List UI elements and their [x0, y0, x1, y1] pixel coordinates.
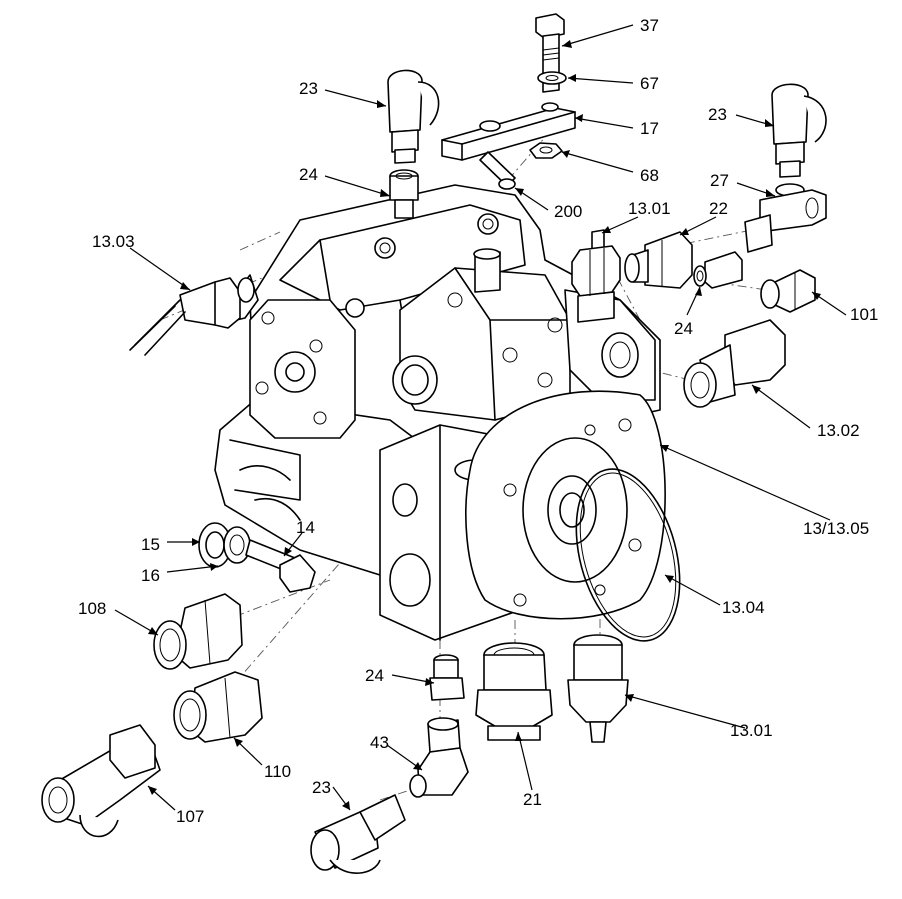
bracket-17 — [441, 102, 576, 161]
callout-43: 43 — [370, 733, 389, 752]
callout-13.01-top: 13.01 — [628, 199, 671, 218]
callout-13.04: 13.04 — [722, 598, 765, 617]
fitting-24-top — [389, 169, 419, 219]
bolt-14 — [245, 539, 316, 593]
elbow-43 — [409, 717, 469, 798]
callout-101: 101 — [850, 305, 878, 324]
callout-67: 67 — [640, 74, 659, 93]
callout-13-13.05: 13/13.05 — [803, 519, 869, 538]
callout-23-top-left: 23 — [299, 79, 318, 98]
fitting-101 — [760, 269, 816, 313]
callout-14: 14 — [296, 518, 315, 537]
callout-68: 68 — [640, 166, 659, 185]
leader-lines — [114, 24, 847, 811]
o-ring — [575, 468, 681, 642]
callout-13.02: 13.02 — [817, 421, 860, 440]
callout-13.03: 13.03 — [92, 232, 135, 251]
callout-108: 108 — [78, 599, 106, 618]
fitting-24-bottom — [429, 654, 465, 701]
fitting-108 — [153, 593, 243, 670]
callout-labels: 37 67 17 68 23 23 24 27 200 13.01 22 13.… — [78, 16, 878, 826]
callout-22: 22 — [709, 199, 728, 218]
callout-27: 27 — [710, 171, 729, 190]
arrowheads — [148, 40, 821, 810]
port-plug-21 — [475, 642, 553, 741]
callout-23-top-right: 23 — [708, 105, 727, 124]
callout-15: 15 — [141, 535, 160, 554]
callout-24-right: 24 — [674, 319, 693, 338]
callout-16: 16 — [141, 566, 160, 585]
plug-23-bottom — [310, 794, 406, 874]
sensor-13.01-bottom — [567, 634, 629, 743]
callout-107: 107 — [176, 807, 204, 826]
pump-body — [214, 184, 666, 641]
fitting-24-right — [693, 251, 743, 289]
washer-67 — [537, 71, 567, 85]
valve-13.02 — [683, 319, 786, 408]
callout-24-top: 24 — [299, 165, 318, 184]
pin-200 — [479, 151, 516, 190]
sensor-13.01-top — [571, 229, 621, 323]
callout-13.01-bottom: 13.01 — [730, 721, 773, 740]
callout-17: 17 — [640, 119, 659, 138]
callout-24-bottom: 24 — [365, 666, 384, 685]
callout-37: 37 — [640, 16, 659, 35]
callout-200: 200 — [554, 202, 582, 221]
fitting-22 — [624, 231, 693, 289]
seal-15-16 — [198, 522, 251, 568]
plug-23-top-right — [771, 83, 827, 178]
callout-110: 110 — [264, 762, 291, 781]
tee-27 — [744, 183, 827, 253]
nut-68 — [529, 142, 563, 159]
connector-13.03 — [129, 274, 259, 356]
callout-21: 21 — [523, 790, 542, 809]
elbow-107 — [41, 724, 161, 838]
plug-23-top-left — [387, 69, 440, 164]
fitting-110 — [173, 671, 263, 743]
callout-23-bottom: 23 — [312, 778, 331, 797]
